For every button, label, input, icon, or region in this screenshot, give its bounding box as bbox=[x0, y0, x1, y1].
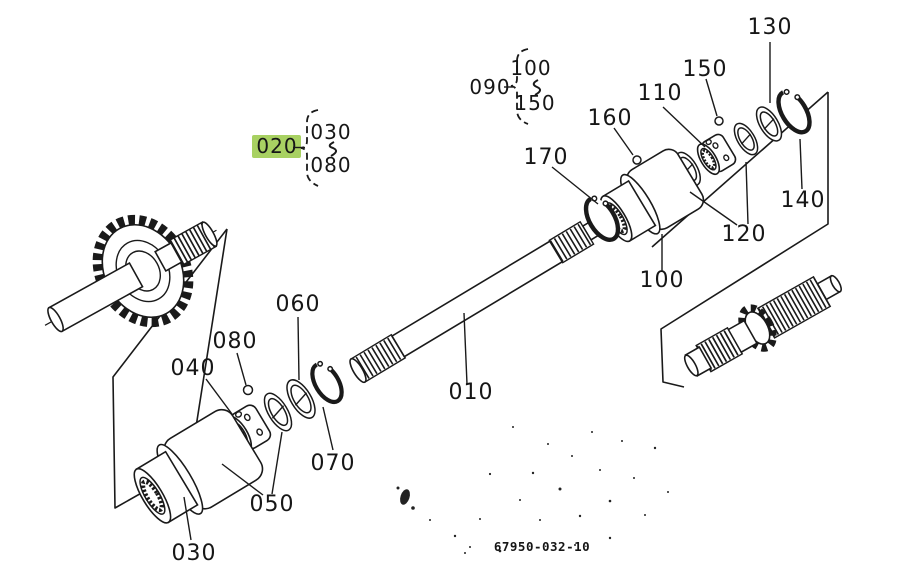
shaft-010 bbox=[349, 218, 604, 384]
snap-ring-170 bbox=[583, 195, 621, 242]
group-020-to[interactable]: 080 bbox=[310, 153, 351, 177]
ring-120b bbox=[733, 122, 759, 156]
group-020: 020 030 080 bbox=[252, 109, 351, 187]
counter-shaft-assembly bbox=[683, 274, 842, 377]
group-090: 090 100 150 bbox=[469, 48, 555, 125]
group-020-from[interactable]: 030 bbox=[310, 120, 351, 144]
part-label-060[interactable]: 060 bbox=[276, 292, 321, 317]
ball-150 bbox=[714, 116, 724, 126]
part-label-100[interactable]: 100 bbox=[640, 268, 685, 293]
range-squiggle bbox=[328, 141, 337, 157]
part-label-120[interactable]: 120 bbox=[722, 222, 767, 247]
print-noise bbox=[396, 426, 669, 554]
coupling-100 bbox=[600, 148, 705, 243]
drawing-number: 67950-032-10 bbox=[494, 539, 590, 554]
ball-080 bbox=[242, 384, 254, 396]
bracket-020 bbox=[300, 109, 319, 187]
part-label-050[interactable]: 050 bbox=[250, 492, 295, 517]
part-label-150[interactable]: 150 bbox=[683, 57, 728, 82]
snap-ring-070 bbox=[310, 360, 344, 405]
gear-assembly bbox=[44, 214, 221, 333]
part-label-110[interactable]: 110 bbox=[638, 81, 683, 106]
part-label-010[interactable]: 010 bbox=[449, 380, 494, 405]
snap-ring-140 bbox=[776, 88, 812, 135]
bracket-090 bbox=[510, 48, 529, 125]
highlight-020[interactable] bbox=[252, 135, 301, 158]
part-label-160[interactable]: 160 bbox=[588, 106, 633, 131]
part-label-080[interactable]: 080 bbox=[213, 329, 258, 354]
coupler-collar-110 bbox=[696, 133, 737, 176]
part-label-090[interactable]: 090 bbox=[469, 75, 510, 99]
part-label-020[interactable]: 020 bbox=[256, 134, 297, 158]
leader-lines bbox=[183, 42, 803, 541]
range-squiggle bbox=[532, 79, 541, 96]
group-090-from[interactable]: 100 bbox=[510, 56, 551, 80]
part-label-140[interactable]: 140 bbox=[781, 188, 826, 213]
ring-050b bbox=[263, 392, 293, 432]
group-090-to[interactable]: 150 bbox=[514, 91, 555, 115]
part-label-170[interactable]: 170 bbox=[524, 145, 569, 170]
part-label-030[interactable]: 030 bbox=[172, 541, 217, 566]
part-label-040[interactable]: 040 bbox=[171, 356, 216, 381]
ring-130 bbox=[755, 106, 783, 142]
part-label-070[interactable]: 070 bbox=[311, 451, 356, 476]
part-label-130[interactable]: 130 bbox=[748, 15, 793, 40]
ball-160 bbox=[632, 155, 642, 165]
ring-060 bbox=[286, 379, 316, 419]
coupling-030 bbox=[133, 408, 264, 524]
